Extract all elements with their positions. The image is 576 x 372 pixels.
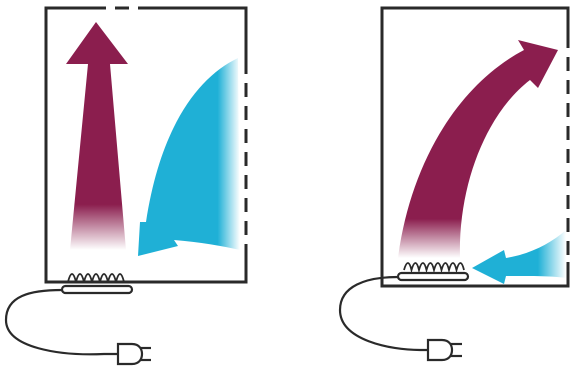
left-panel <box>4 6 248 366</box>
heater-icon <box>396 271 470 282</box>
power-cord-icon <box>338 275 428 352</box>
heater-coil-icon <box>403 262 465 274</box>
heater-icon <box>60 284 134 295</box>
plug-icon <box>426 338 462 362</box>
wall-frame-icon <box>44 6 248 284</box>
wall-corner <box>150 6 248 60</box>
plug-icon <box>116 342 151 366</box>
warm-air-arrow-icon <box>66 22 128 250</box>
right-panel <box>338 6 570 362</box>
warm-air-arrow-icon <box>398 40 558 258</box>
power-cord-icon <box>4 288 118 356</box>
heater-coil-icon <box>67 273 125 283</box>
wall-frame-icon <box>380 6 570 288</box>
cold-air-arrow-icon <box>138 58 240 256</box>
cold-air-arrow-icon <box>472 230 566 284</box>
